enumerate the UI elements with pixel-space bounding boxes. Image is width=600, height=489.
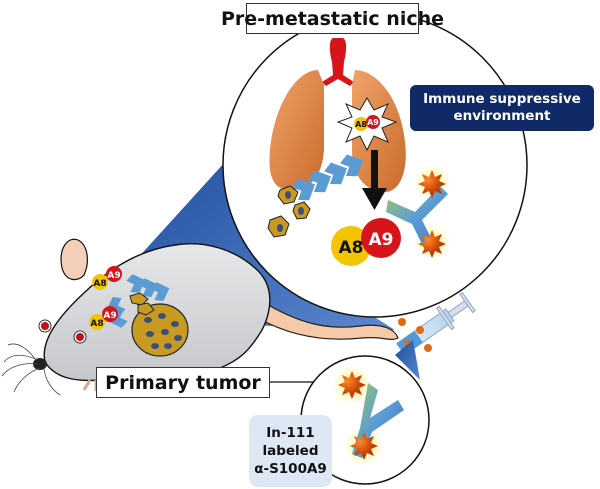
zoom-cone-injection <box>395 340 420 380</box>
radiolabel-icon <box>418 170 446 198</box>
a8-label: A8 <box>339 238 364 258</box>
primary-tumor-icon <box>129 292 189 357</box>
chevron-arrows-icon <box>292 154 363 201</box>
a9-label: A9 <box>369 230 394 250</box>
s100a8-a9-complex-upper: A8 A9 <box>92 266 122 290</box>
a9-label: A9 <box>107 271 120 281</box>
immune-label-line1: Immune suppressive <box>423 91 581 107</box>
radiolabel-icon <box>338 371 366 399</box>
labeled-antibody-icon <box>332 365 404 466</box>
immune-label-line2: environment <box>453 108 551 124</box>
a9-label: A9 <box>367 118 379 127</box>
a8-label: A8 <box>355 120 367 129</box>
down-arrow-icon <box>362 150 387 210</box>
tumor-cells-icon <box>267 185 311 238</box>
s100a8-a9-complex-large: A8 A9 <box>331 218 401 266</box>
radiolabel-icon <box>350 432 378 460</box>
immune-suppressive-label: Immune suppressive environment <box>410 85 594 131</box>
probe-label: In-111 labeled α-S100A9 <box>249 415 332 487</box>
radiolabel-icon <box>418 230 446 258</box>
probe-label-line2: labeled <box>262 443 319 459</box>
a9-label: A9 <box>103 311 116 321</box>
page-title: Pre-metastatic niche <box>221 3 444 34</box>
primary-tumor-label: Primary tumor <box>96 367 270 398</box>
probe-label-line3: α-S100A9 <box>254 461 327 477</box>
antibody-icon <box>386 164 450 260</box>
mouse-tail <box>257 298 399 341</box>
a8-label: A8 <box>90 319 103 329</box>
s100a8-a9-complex-lower: A8 A9 <box>89 306 118 330</box>
a8-label: A8 <box>93 279 106 289</box>
probe-label-line1: In-111 <box>266 425 315 441</box>
burst-icon: A8 A9 <box>336 97 398 152</box>
chevron-arrows-icon <box>106 274 170 328</box>
